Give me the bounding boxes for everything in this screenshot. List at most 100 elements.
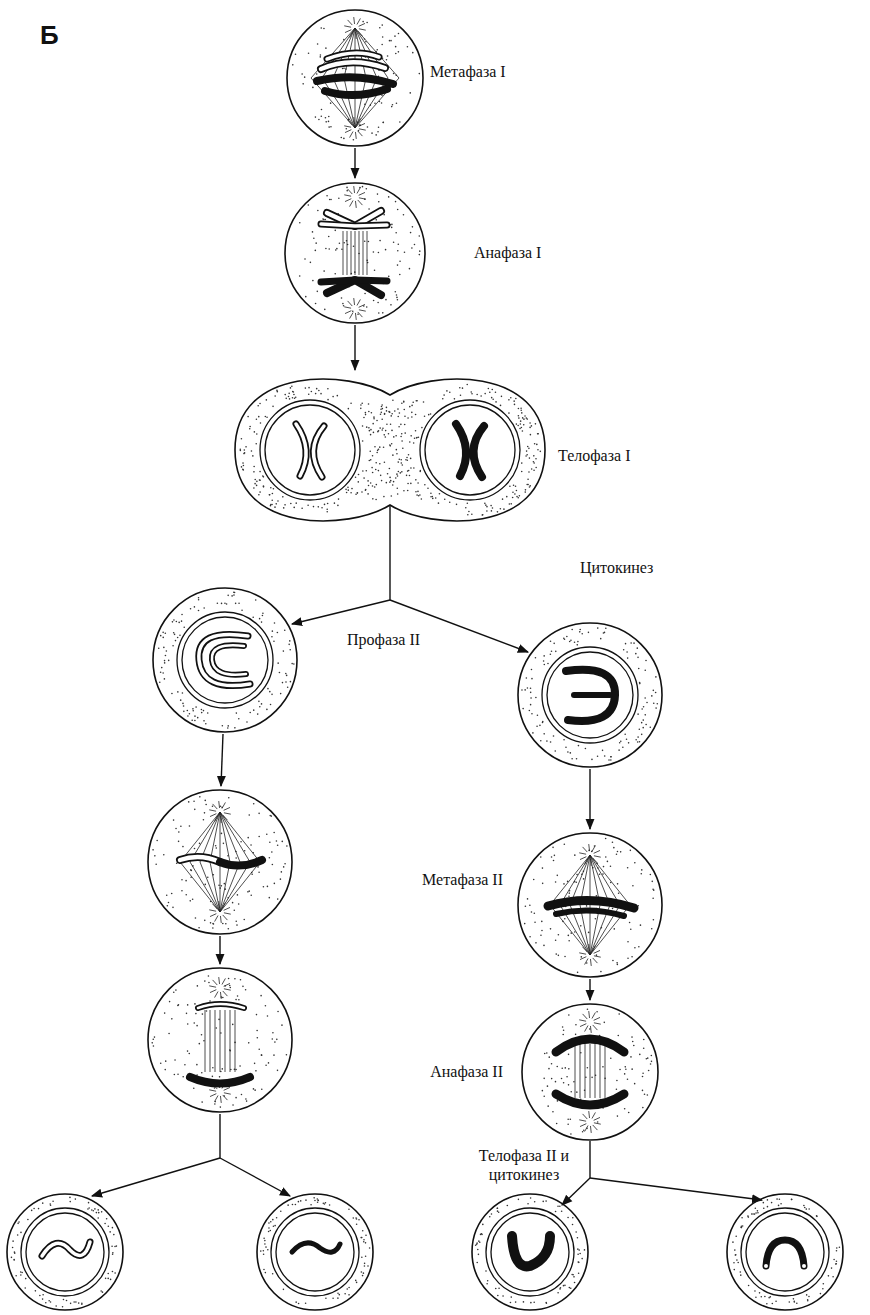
stipple-dot <box>269 494 271 496</box>
stipple-dot <box>273 1225 275 1227</box>
stipple-dot <box>194 720 196 722</box>
stipple-dot <box>91 1209 93 1211</box>
stipple-dot <box>363 1239 365 1241</box>
stipple-dot <box>625 1069 627 1071</box>
process-arrow <box>292 600 390 624</box>
nuclear-envelope-inner <box>425 405 515 495</box>
stipple-dot <box>352 1217 354 1219</box>
cell <box>287 10 423 146</box>
stipple-dot <box>283 866 285 868</box>
stipple-dot <box>409 441 411 443</box>
stipple-dot <box>325 121 327 123</box>
stipple-dot <box>312 231 314 233</box>
stipple-dot <box>365 412 367 414</box>
stipple-dot <box>618 1013 620 1015</box>
aster-ray <box>220 992 222 999</box>
stipple-dot <box>581 1258 583 1260</box>
stipple-dot <box>277 898 279 900</box>
stipple-dot <box>410 435 412 437</box>
nuclear-envelope-inner <box>491 1213 569 1291</box>
stipple-dot <box>371 412 373 414</box>
stipple-dot <box>228 797 230 799</box>
cell-membrane <box>472 1194 588 1310</box>
stipple-dot <box>288 396 290 398</box>
stipple-dot <box>500 405 502 407</box>
stipple-dot <box>187 1050 189 1052</box>
aster-ray <box>348 301 353 306</box>
stipple-dot <box>311 391 313 393</box>
stipple-dot <box>791 1199 793 1201</box>
stipple-dot <box>496 1208 498 1210</box>
stipple-dot <box>253 466 255 468</box>
stipple-dot <box>386 407 388 409</box>
stipple-dot <box>55 1305 57 1307</box>
stipple-dot <box>346 492 348 494</box>
aster-ray <box>588 1011 590 1018</box>
stipple-dot <box>322 218 324 220</box>
stipple-dot <box>276 1217 278 1219</box>
stipple-dot <box>536 444 538 446</box>
stipple-dot <box>637 713 639 715</box>
stipple-dot <box>42 1298 44 1300</box>
stipple-dot <box>342 303 344 305</box>
stipple-dot <box>235 999 237 1001</box>
stipple-dot <box>610 756 612 758</box>
stipple-dot <box>214 1103 216 1105</box>
spindle-fibre <box>580 1044 581 1098</box>
stipple-dot <box>491 397 493 399</box>
stipple-dot <box>518 408 520 410</box>
chromosome <box>180 857 220 862</box>
chromosome <box>766 1240 804 1266</box>
stipple-dot <box>205 804 207 806</box>
stipple-dot <box>253 487 255 489</box>
nuclear-envelope <box>177 612 273 708</box>
stipple-dot <box>277 662 279 664</box>
stipple-dot <box>755 1212 757 1214</box>
stipple-dot <box>652 897 654 899</box>
stipple-dot <box>605 856 607 858</box>
stipple-dot <box>154 1036 156 1038</box>
aster-ray <box>355 132 357 139</box>
stipple-dot <box>272 1273 274 1275</box>
stipple-dot <box>553 735 555 737</box>
stipple-dot <box>153 1045 155 1047</box>
aster-ray <box>215 1095 218 1101</box>
stipple-dot <box>409 268 411 270</box>
chromosome <box>556 1039 624 1052</box>
aster-ray <box>224 1087 230 1090</box>
stipple-dot <box>202 1013 204 1015</box>
stipple-dot <box>531 669 533 671</box>
stipple-dot <box>492 507 494 509</box>
stipple-dot <box>163 647 165 649</box>
stipple-dot <box>368 427 370 429</box>
cell-membrane <box>285 183 425 323</box>
stipple-dot <box>531 468 533 470</box>
stipple-dot <box>839 1246 841 1248</box>
stipple-dot <box>276 1039 278 1041</box>
stipple-dot <box>158 647 160 649</box>
stipple-dot <box>515 485 517 487</box>
stipple-dot <box>633 642 635 644</box>
stipple-dot <box>535 697 537 699</box>
stipple-dot <box>591 759 593 761</box>
stipple-dot <box>389 477 391 479</box>
stipple-dot <box>255 443 257 445</box>
stipple-dot <box>736 1259 738 1261</box>
stipple-dot <box>401 462 403 464</box>
stipple-dot <box>565 746 567 748</box>
stipple-dot <box>194 715 196 717</box>
stipple-dot <box>366 22 368 24</box>
spindle-fibre <box>355 78 366 128</box>
stipple-dot <box>476 1262 478 1264</box>
stipple-dot <box>374 446 376 448</box>
stipple-dot <box>328 126 330 128</box>
stipple-dot <box>529 485 531 487</box>
stipple-dot <box>256 419 258 421</box>
stipple-dot <box>413 467 415 469</box>
stipple-dot <box>402 447 404 449</box>
stipple-dot <box>574 931 576 933</box>
stipple-dot <box>384 413 386 415</box>
stipple-dot <box>751 1213 753 1215</box>
stipple-dot <box>324 219 326 221</box>
aster-ray <box>345 130 351 133</box>
